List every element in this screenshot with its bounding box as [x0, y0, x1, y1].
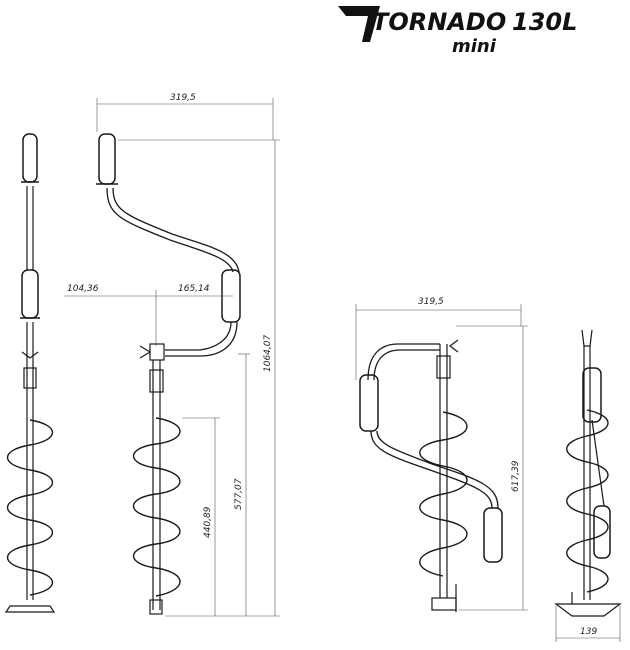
side-view: БАРНАУЛ ТОНАР — [96, 133, 241, 615]
end-view — [554, 329, 622, 617]
side-view-dimensions: 319,5 1064,07 577,07 440,89 104,36 165,1… — [64, 93, 280, 617]
logo-model: 130L — [512, 8, 577, 36]
logo-variant: mini — [452, 36, 497, 57]
folded-handle-right-label: БАРНАУЛ — [491, 523, 498, 558]
upper-handle-label: БАРНАУЛ — [105, 143, 112, 178]
front-view — [4, 133, 56, 613]
dim-folded-width: 319,5 — [418, 297, 444, 307]
folded-view: ТОНАР БАРНАУЛ — [359, 339, 503, 612]
lower-handle-label: ТОНАР — [229, 293, 236, 318]
dim-offset-right: 165,14 — [178, 284, 210, 294]
logo-name: TORNADO — [372, 8, 506, 36]
dim-folded-height: 617,39 — [511, 460, 521, 492]
dim-upper-height: 577,07 — [234, 478, 244, 510]
folded-view-dimensions: 319,5 617,39 — [355, 297, 528, 611]
folded-handle-left-label: ТОНАР — [367, 403, 374, 428]
tornado-logo: TORNADO 130L mini — [338, 6, 577, 57]
dim-auger-length: 440,89 — [203, 506, 213, 538]
end-view-dimensions: 139 — [555, 606, 621, 642]
dim-side-width: 319,5 — [170, 93, 196, 103]
dim-blade-width: 139 — [580, 627, 597, 637]
dim-total-height: 1064,07 — [263, 335, 273, 372]
dim-offset-left: 104,36 — [67, 284, 99, 294]
